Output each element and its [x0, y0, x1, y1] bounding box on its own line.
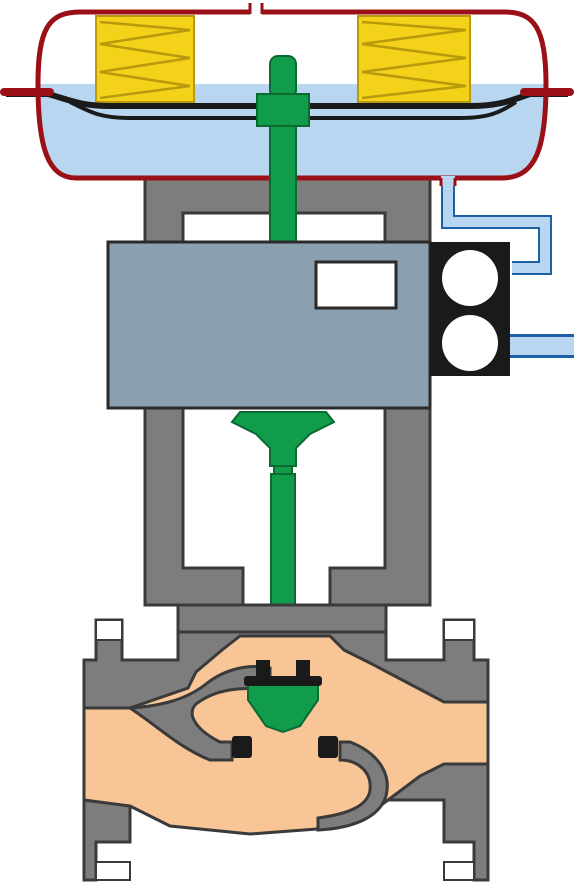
positioner	[106, 240, 510, 410]
supply-gauge	[442, 250, 498, 306]
actuator-shell	[35, 9, 549, 181]
spring-right-coils	[361, 20, 467, 100]
air-port-outline	[439, 178, 457, 186]
seat-ring-left	[232, 736, 252, 758]
flange-right-bottom-bolt	[443, 861, 475, 881]
seat-ring-right	[318, 736, 338, 758]
vent-opening	[250, 6, 262, 18]
coupling-head	[230, 411, 336, 467]
flange-left-bottom-bolt	[95, 861, 131, 881]
supply-inlet	[510, 337, 574, 355]
air-supply-line	[439, 176, 574, 358]
output-gauge	[442, 315, 498, 371]
stem-top	[269, 55, 297, 99]
air-port	[441, 176, 455, 186]
body-partition-lower	[316, 740, 389, 832]
flange-left-top-bolt	[95, 619, 123, 641]
flange-right-top-bolt	[443, 619, 475, 641]
coupling-collar	[273, 465, 293, 475]
stem-nut	[256, 93, 310, 127]
positioner-display	[314, 260, 398, 310]
valve-body	[82, 603, 490, 882]
air-line-inner	[443, 178, 550, 273]
diaphragm-plate	[69, 100, 518, 120]
valve-stem	[256, 55, 310, 243]
stem-shaft-upper	[269, 125, 297, 243]
spring-left-coils	[99, 20, 191, 100]
plug-cap	[244, 676, 322, 686]
diaphragm	[6, 91, 568, 109]
